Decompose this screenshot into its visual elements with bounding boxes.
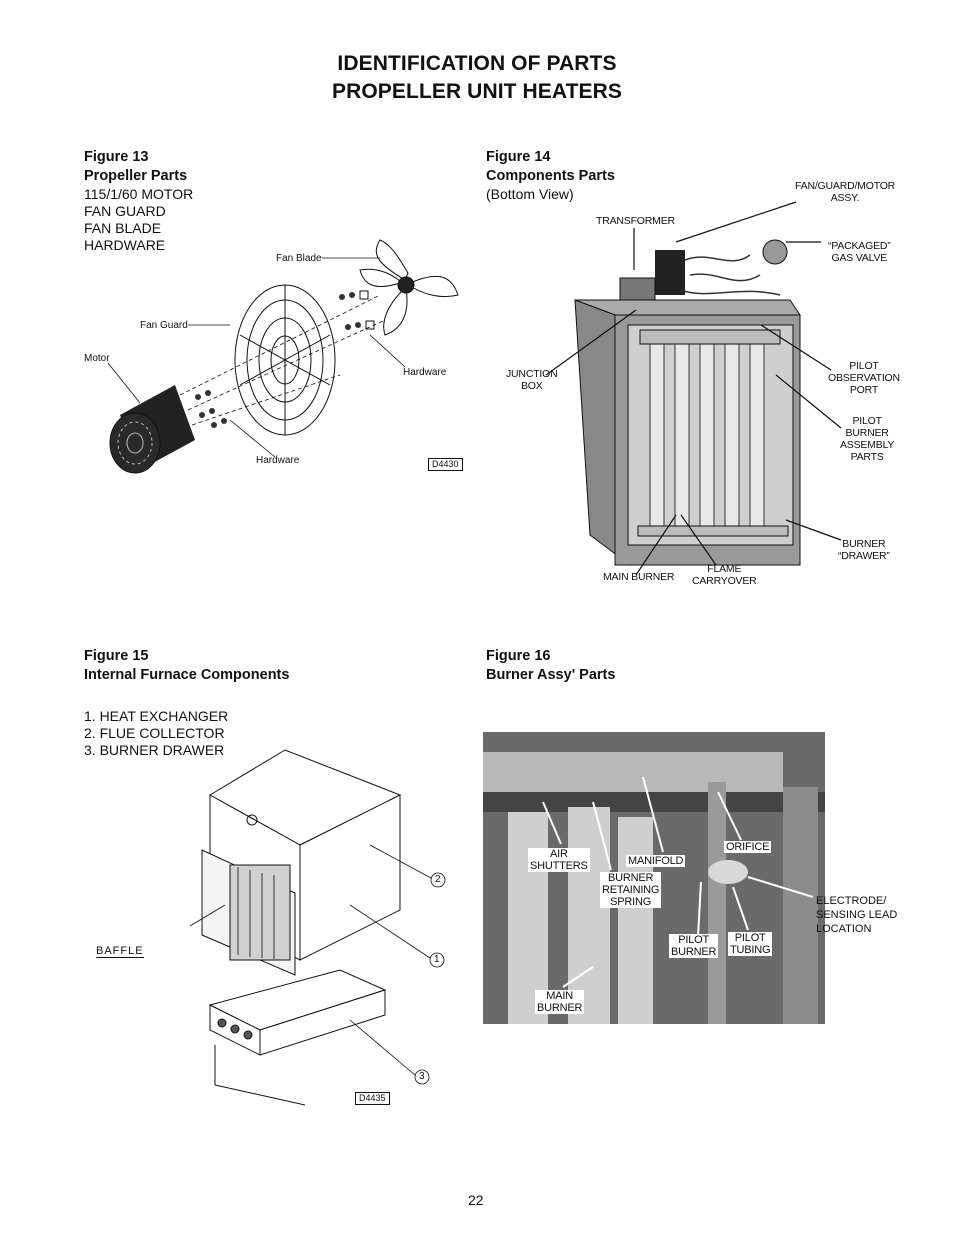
hardware-bottom-drawing (195, 390, 227, 428)
fig14-callout-gas-valve: “PACKAGED” GAS VALVE (828, 240, 891, 264)
fig14-callout-fan-guard-motor: FAN/GUARD/MOTOR ASSY. (795, 180, 896, 204)
fig15-callout-number-3: 3 (419, 1071, 425, 1082)
fig14-callout-flame-carryover: FLAME CARRYOVER (692, 563, 757, 587)
fan-blade-drawing (359, 239, 459, 336)
fig14-label: Figure 14 (486, 149, 551, 165)
fig16-header: Figure 16 Burner Assy' Parts (486, 647, 615, 685)
fig13-callout-motor: Motor (84, 353, 110, 364)
fig15-callout-baffle: BAFFLE (96, 945, 144, 958)
fig14-subtitle: (Bottom View) (486, 186, 574, 202)
fig14-callout-pilot-observation: PILOT OBSERVATION PORT (828, 360, 900, 396)
fig14-leader-lines (545, 201, 842, 576)
fig13-part-2: FAN GUARD (84, 203, 166, 219)
fig16-callout-manifold: MANIFOLD (626, 855, 686, 867)
fig13-part-3: FAN BLADE (84, 220, 162, 236)
fig13-callout-fan-blade: Fan Blade (276, 253, 322, 264)
fig14-callout-transformer: TRANSFORMER (596, 215, 675, 227)
fig13-callout-hardware-right: Hardware (403, 367, 447, 378)
fig13-title: Propeller Parts (84, 168, 188, 184)
fig13-header: Figure 13 Propeller Parts 115/1/60 MOTOR… (84, 148, 193, 254)
fig15-part-3: 3. BURNER DRAWER (84, 742, 225, 758)
fig13-label: Figure 13 (84, 149, 149, 165)
fig16-photo-art (483, 732, 825, 1024)
fig15-title: Internal Furnace Components (84, 667, 290, 683)
fig16-callout-main-burner: MAIN BURNER (535, 990, 585, 1014)
fig15-parts-list: 1. HEAT EXCHANGER 2. FLUE COLLECTOR 3. B… (84, 708, 228, 759)
fig14-callout-junction-box: JUNCTION BOX (506, 368, 558, 392)
motor-drawing (109, 385, 195, 474)
fig13-part-4: HARDWARE (84, 237, 166, 253)
fig16-callout-electrode: ELECTRODE/ SENSING LEAD LOCATION (816, 895, 898, 935)
fig15-header: Figure 15 Internal Furnace Components (84, 647, 289, 685)
fig15-part-2: 2. FLUE COLLECTOR (84, 725, 225, 741)
fig16-callout-air-shutters: AIR SHUTTERS (528, 848, 590, 872)
fig13-callout-hardware-bottom: Hardware (256, 455, 300, 466)
fig16-callout-orifice: ORIFICE (724, 841, 772, 853)
fig14-unit-photo (574, 239, 801, 567)
fig14-header: Figure 14 Components Parts (Bottom View) (486, 148, 615, 203)
fig16-callout-pilot-tubing: PILOT TUBING (728, 932, 773, 956)
fig15-part-1: 1. HEAT EXCHANGER (84, 708, 229, 724)
page-title-line1: IDENTIFICATION OF PARTS (337, 52, 617, 75)
fig13-exploded-drawing (107, 239, 459, 474)
fig14-title: Components Parts (486, 168, 615, 184)
fig13-part-1: 115/1/60 MOTOR (84, 186, 194, 202)
fig16-callout-retaining-spring: BURNER RETAINING SPRING (600, 872, 662, 908)
fig14-callout-burner-drawer: BURNER “DRAWER” (838, 538, 890, 562)
page-number: 22 (468, 1192, 484, 1208)
fig16-label: Figure 16 (486, 648, 551, 664)
fig14-callout-pilot-burner-assembly: PILOT BURNER ASSEMBLY PARTS (840, 415, 895, 463)
hardware-right-drawing (339, 290, 375, 330)
fig13-drawing-code: D4430 (428, 458, 463, 471)
fig16-burner-photo (483, 732, 825, 1024)
fig15-label: Figure 15 (84, 648, 149, 664)
fig16-title: Burner Assy' Parts (486, 667, 616, 683)
fig14-callout-main-burner: MAIN BURNER (603, 571, 675, 583)
fig13-callout-fan-guard: Fan Guard (140, 320, 188, 331)
page-title-line2: PROPELLER UNIT HEATERS (332, 80, 622, 103)
fig16-callout-pilot-burner: PILOT BURNER (669, 934, 719, 958)
fig15-callout-number-1: 1 (434, 954, 440, 965)
fig15-drawing-code: D4435 (355, 1092, 390, 1105)
fan-guard-drawing (234, 284, 336, 436)
fig15-furnace-drawing (190, 749, 446, 1106)
fig15-callout-number-2: 2 (435, 874, 441, 885)
